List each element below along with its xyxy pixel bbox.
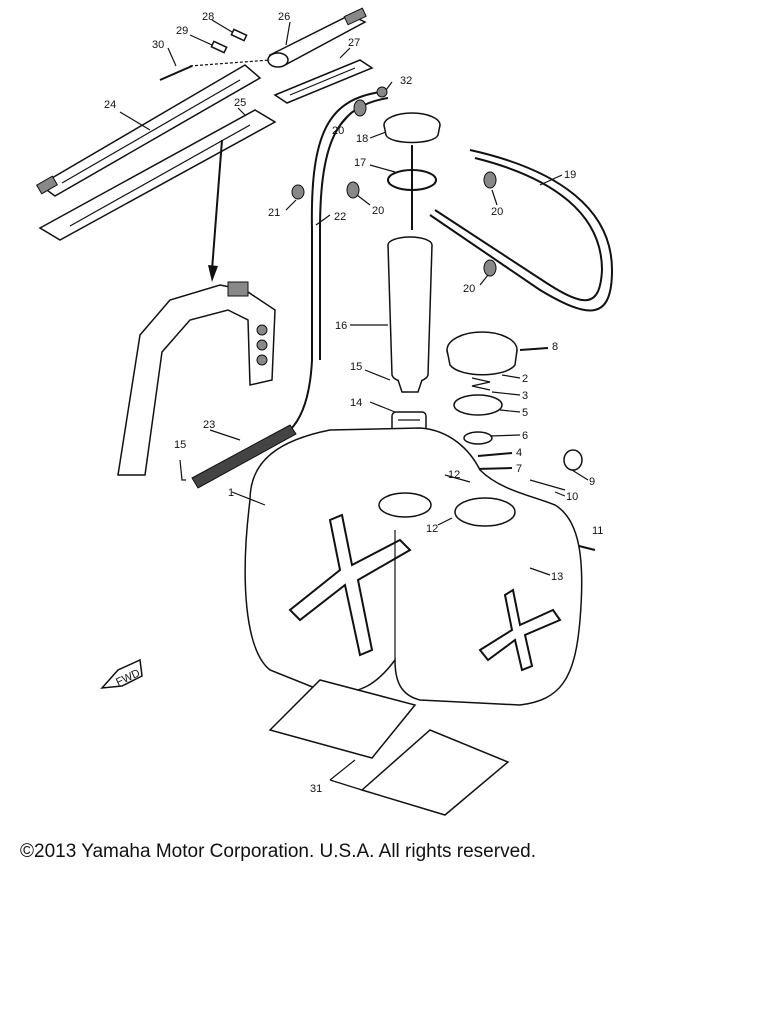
label-31: 31 xyxy=(310,783,322,795)
hose-22 xyxy=(289,91,381,431)
label-12a: 12 xyxy=(448,469,460,481)
grommet-20b xyxy=(346,181,360,199)
pin-29 xyxy=(210,40,228,54)
spring-3 xyxy=(471,377,491,391)
label-21: 21 xyxy=(268,207,280,219)
fuel-tank-1 xyxy=(244,427,583,706)
label-17: 17 xyxy=(354,157,366,169)
label-24: 24 xyxy=(104,99,116,111)
label-8: 8 xyxy=(552,341,558,353)
seat-5 xyxy=(453,394,503,416)
bolt-30 xyxy=(159,65,193,81)
washer-10 xyxy=(529,479,566,491)
vent-9 xyxy=(563,449,583,471)
clip-15 xyxy=(179,459,186,481)
fuel-tank-exploded-diagram: FWD 1 2 3 xyxy=(36,7,614,816)
filler-cap-2 xyxy=(446,331,518,376)
strap-25 xyxy=(38,109,277,241)
label-15b: 15 xyxy=(174,439,186,451)
label-12b: 12 xyxy=(426,523,438,535)
gasket-6 xyxy=(463,431,493,445)
fwd-arrow: FWD xyxy=(100,658,143,689)
label-26: 26 xyxy=(278,11,290,23)
label-27: 27 xyxy=(348,37,360,49)
label-13: 13 xyxy=(551,571,563,583)
label-20d: 20 xyxy=(463,283,475,295)
label-5: 5 xyxy=(522,407,528,419)
hose-23 xyxy=(191,424,297,489)
strap-26 xyxy=(267,7,367,68)
clamp-32 xyxy=(376,86,388,98)
line-19 xyxy=(429,149,614,312)
label-32: 32 xyxy=(400,75,412,87)
label-9: 9 xyxy=(589,476,595,488)
copyright-text: ©2013 Yamaha Motor Corporation. U.S.A. A… xyxy=(20,841,536,862)
bolt-28 xyxy=(230,28,248,42)
frame-bracket xyxy=(117,281,276,476)
label-25: 25 xyxy=(234,97,246,109)
label-7: 7 xyxy=(516,463,522,475)
label-16: 16 xyxy=(335,320,347,332)
part-labels: 1 2 3 4 5 6 7 8 9 10 11 12 12 13 14 15 1… xyxy=(104,11,603,795)
screw-8 xyxy=(519,347,549,351)
filter-16 xyxy=(387,236,433,393)
label-3: 3 xyxy=(522,390,528,402)
pad-31a xyxy=(268,679,417,759)
label-20b: 20 xyxy=(372,205,384,217)
label-29: 29 xyxy=(176,25,188,37)
label-23: 23 xyxy=(203,419,215,431)
label-4: 4 xyxy=(516,447,522,459)
leader-lines xyxy=(119,19,589,576)
label-20c: 20 xyxy=(491,206,503,218)
grommet-20a xyxy=(353,99,367,117)
o-ring-17 xyxy=(387,169,437,191)
label-6: 6 xyxy=(522,430,528,442)
label-30: 30 xyxy=(152,39,164,51)
strap-24 xyxy=(36,64,262,197)
gauge-cap-18 xyxy=(383,112,441,230)
label-15a: 15 xyxy=(350,361,362,373)
label-20a: 20 xyxy=(332,125,344,137)
grommet-20d xyxy=(483,259,497,277)
label-18: 18 xyxy=(356,133,368,145)
label-14: 14 xyxy=(350,397,362,409)
screw-7 xyxy=(475,467,513,470)
screw-4 xyxy=(477,452,513,457)
label-11: 11 xyxy=(592,525,603,537)
grommet-20c xyxy=(483,171,497,189)
label-22: 22 xyxy=(334,211,346,223)
label-2: 2 xyxy=(522,373,528,385)
label-19: 19 xyxy=(564,169,576,181)
clip-21 xyxy=(291,184,305,200)
label-10: 10 xyxy=(566,491,578,503)
label-1: 1 xyxy=(228,487,234,499)
pad-31b xyxy=(360,729,510,816)
label-28: 28 xyxy=(202,11,214,23)
strap-27 xyxy=(273,59,374,104)
